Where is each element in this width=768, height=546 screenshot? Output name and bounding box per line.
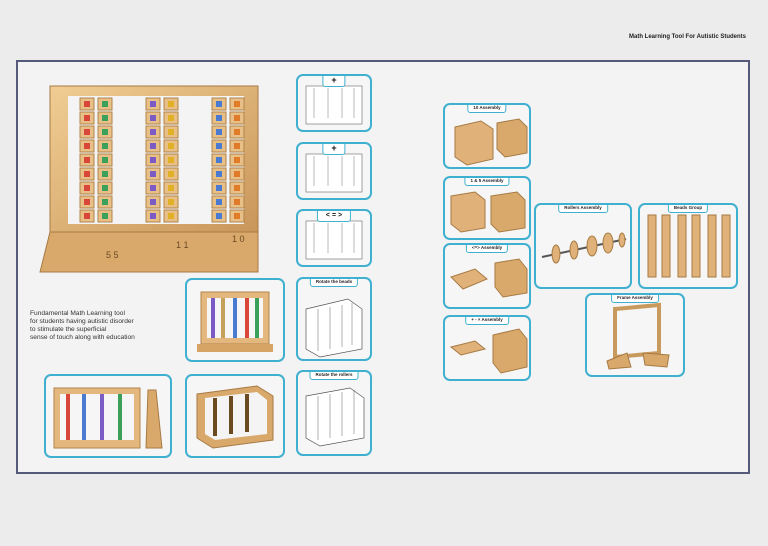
assembly-arith-label: + - × Assembly — [465, 317, 509, 325]
bead-symbol — [150, 185, 156, 191]
bead-symbol — [84, 115, 90, 121]
render-perspective-view — [185, 374, 285, 458]
description-line: sense of touch along with education — [30, 334, 135, 341]
bead-symbol — [84, 213, 90, 219]
bead-symbol — [234, 213, 240, 219]
bead-symbol — [150, 171, 156, 177]
description-line: Fundamental Math Learning tool — [30, 310, 125, 317]
assembly-ten-label: 10 Assembly — [467, 105, 507, 113]
bead-symbol — [216, 171, 222, 177]
render-front-view — [185, 278, 285, 362]
bead-symbol — [234, 157, 240, 163]
bead-symbol — [102, 199, 108, 205]
bead-symbol — [234, 143, 240, 149]
bead-symbol — [168, 199, 174, 205]
bead-symbol — [168, 129, 174, 135]
bead-symbol — [150, 213, 156, 219]
page-title: Math Learning Tool For Autistic Students — [629, 34, 746, 40]
bead-symbol — [150, 199, 156, 205]
rotate-rollers-label: Rotate the rollers — [309, 372, 359, 380]
bead-symbol — [216, 213, 222, 219]
assembly-compare-label: <=> Assembly — [465, 245, 509, 253]
assembly-ten-panel: 10 Assembly — [443, 103, 531, 169]
bead-symbol — [234, 101, 240, 107]
bead-symbol — [168, 171, 174, 177]
operation-compare: < = > — [296, 209, 372, 267]
assembly-rollers-panel: Rollers Assembly — [534, 203, 632, 289]
bead-symbol — [102, 101, 108, 107]
bead-symbol — [168, 115, 174, 121]
svg-text:1 1: 1 1 — [176, 240, 189, 250]
beads-group-label: Beads Group — [667, 205, 709, 213]
bead-symbol — [234, 171, 240, 177]
bead-symbol — [234, 199, 240, 205]
frame-assembly-label: Frame Assembly — [611, 295, 659, 303]
rotate-beads-panel: Rotate the beads — [296, 277, 372, 361]
bead-symbol — [102, 143, 108, 149]
bead-symbol — [216, 157, 222, 163]
bead-symbol — [102, 171, 108, 177]
bead-symbol — [102, 157, 108, 163]
bead-symbol — [84, 185, 90, 191]
bead-symbol — [168, 143, 174, 149]
bead-symbol — [168, 101, 174, 107]
bead-symbol — [84, 129, 90, 135]
beads-group-panel: Beads Group — [638, 203, 738, 289]
assembly-rollers-label: Rollers Assembly — [558, 205, 608, 213]
bead-symbol — [150, 143, 156, 149]
bead-symbol — [84, 171, 90, 177]
bead-symbol — [150, 129, 156, 135]
description-line: to stimulate the superficial — [30, 326, 107, 333]
operation-plus-1: + — [296, 74, 372, 132]
bead-symbol — [216, 101, 222, 107]
bead-symbol — [168, 185, 174, 191]
bead-symbol — [168, 157, 174, 163]
bead-symbol — [216, 115, 222, 121]
svg-text:1 0: 1 0 — [232, 234, 245, 244]
bead-symbol — [150, 101, 156, 107]
compare-label: < = > — [316, 211, 352, 222]
bead-symbol — [150, 157, 156, 163]
bead-symbol — [102, 129, 108, 135]
main-product-render: 5 5 1 1 1 0 — [39, 85, 259, 273]
bead-symbol — [234, 115, 240, 121]
render-side-view — [44, 374, 172, 458]
bead-symbol — [84, 143, 90, 149]
assembly-one-five-panel: 1 & 5 Assembly — [443, 176, 531, 240]
bead-symbol — [102, 185, 108, 191]
bead-symbol — [84, 101, 90, 107]
svg-text:5 5: 5 5 — [106, 250, 119, 260]
plus-label: + — [322, 144, 346, 155]
description: Fundamental Math Learning tool for stude… — [30, 310, 135, 342]
bead-symbol — [168, 213, 174, 219]
operation-plus-2: + — [296, 142, 372, 200]
rotate-beads-label: Rotate the beads — [309, 279, 359, 287]
rotate-rollers-panel: Rotate the rollers — [296, 370, 372, 456]
assembly-compare-panel: <=> Assembly — [443, 243, 531, 309]
description-line: for students having autistic disorder — [30, 318, 134, 325]
bead-symbol — [102, 213, 108, 219]
bead-symbol — [150, 115, 156, 121]
assembly-arith-panel: + - × Assembly — [443, 315, 531, 381]
bead-symbol — [102, 115, 108, 121]
bead-symbol — [216, 199, 222, 205]
bead-symbol — [84, 157, 90, 163]
frame-assembly-panel: Frame Assembly — [585, 293, 685, 377]
plus-label: + — [322, 76, 346, 87]
bead-symbol — [234, 129, 240, 135]
bead-symbol — [234, 185, 240, 191]
bead-symbol — [84, 199, 90, 205]
bead-symbol — [216, 185, 222, 191]
assembly-one-five-label: 1 & 5 Assembly — [464, 178, 510, 186]
bead-symbol — [216, 143, 222, 149]
bead-symbol — [216, 129, 222, 135]
